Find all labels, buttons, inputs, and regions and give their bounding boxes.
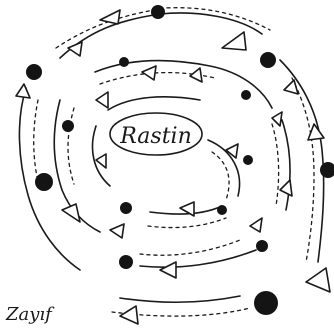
node-dot	[260, 52, 276, 68]
arrowhead	[279, 179, 293, 197]
outer-arc-left	[18, 87, 81, 271]
arrowhead	[141, 65, 157, 81]
arrowhead	[95, 153, 107, 169]
arrowhead	[95, 91, 109, 109]
middle-arc-top	[94, 59, 273, 109]
middle-arc-right	[281, 119, 291, 211]
arrowhead	[179, 201, 195, 217]
middle-arc-left-dashed	[67, 107, 75, 185]
inner-arc-bottom-dashed	[147, 217, 227, 229]
arrowhead	[119, 305, 139, 325]
outer-arc-bottom	[119, 295, 241, 304]
node-dot	[320, 162, 334, 178]
node-dot	[151, 5, 165, 19]
outer-arc-right-dashed	[291, 77, 315, 263]
corner-label: Zayıf	[5, 304, 55, 325]
middle-arc-bottom	[139, 249, 257, 269]
arrowhead	[189, 67, 203, 83]
arrowhead	[249, 217, 263, 233]
node-dot	[119, 57, 129, 67]
arrowhead	[271, 111, 283, 127]
node-dot	[241, 90, 251, 100]
arrowhead	[221, 31, 247, 51]
center-label: Rastin	[119, 124, 192, 149]
node-dot	[26, 64, 42, 80]
inner-arc-top	[107, 96, 201, 111]
node-dots	[26, 5, 334, 315]
arrowheads	[15, 9, 331, 325]
node-dot	[243, 155, 253, 165]
node-dot	[217, 205, 227, 215]
center-ellipse	[109, 112, 203, 156]
node-dot	[35, 173, 53, 191]
node-dot	[120, 202, 132, 214]
outer-arc-left-dashed	[33, 99, 41, 191]
arrowhead	[61, 203, 81, 223]
arrowhead	[67, 41, 83, 57]
middle-arc-top-dashed	[99, 71, 216, 85]
center-node: Rastin	[109, 112, 203, 156]
middle-ring	[53, 59, 291, 269]
node-dot	[256, 240, 268, 252]
arrowhead	[307, 123, 325, 141]
arrowhead	[159, 261, 177, 279]
inner-arc-right	[207, 139, 241, 197]
inner-arc-left	[91, 125, 111, 187]
arrowhead	[305, 267, 331, 293]
outer-arc-top	[59, 12, 263, 59]
middle-arc-right-dashed	[271, 123, 280, 207]
node-dot	[254, 291, 278, 315]
inner-arc-right-dashed	[211, 151, 230, 201]
arrowhead	[109, 223, 125, 239]
node-dot	[119, 255, 133, 269]
outer-arc-right	[279, 59, 325, 263]
node-dot	[62, 120, 74, 132]
arrowhead	[225, 143, 239, 159]
middle-arc-left	[53, 99, 101, 233]
arrowhead	[283, 79, 299, 95]
inner-ring	[91, 96, 241, 229]
arrowhead	[15, 83, 31, 99]
arrowhead	[99, 9, 121, 25]
middle-arc-bottom-dashed	[139, 239, 241, 256]
